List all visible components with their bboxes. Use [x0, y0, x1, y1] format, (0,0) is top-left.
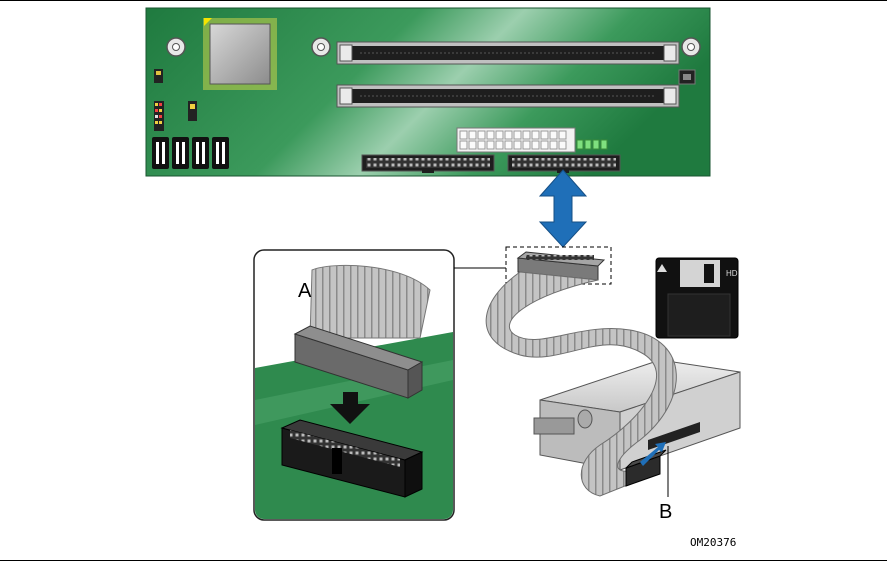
callout-a: A — [298, 280, 312, 302]
motherboard — [146, 8, 710, 176]
svg-text:HD: HD — [726, 269, 738, 278]
floppy-disk-icon: HD — [656, 258, 738, 338]
detail-inset — [254, 250, 454, 520]
floppy-connector — [508, 155, 620, 173]
chipset-icon — [203, 18, 277, 90]
double-arrow-icon — [540, 170, 586, 247]
figure-code: OM20376 — [690, 536, 736, 549]
memory-slot-1 — [337, 42, 679, 64]
ide-connector — [362, 155, 494, 173]
callout-b: B — [659, 501, 672, 523]
memory-slot-2 — [337, 85, 679, 107]
